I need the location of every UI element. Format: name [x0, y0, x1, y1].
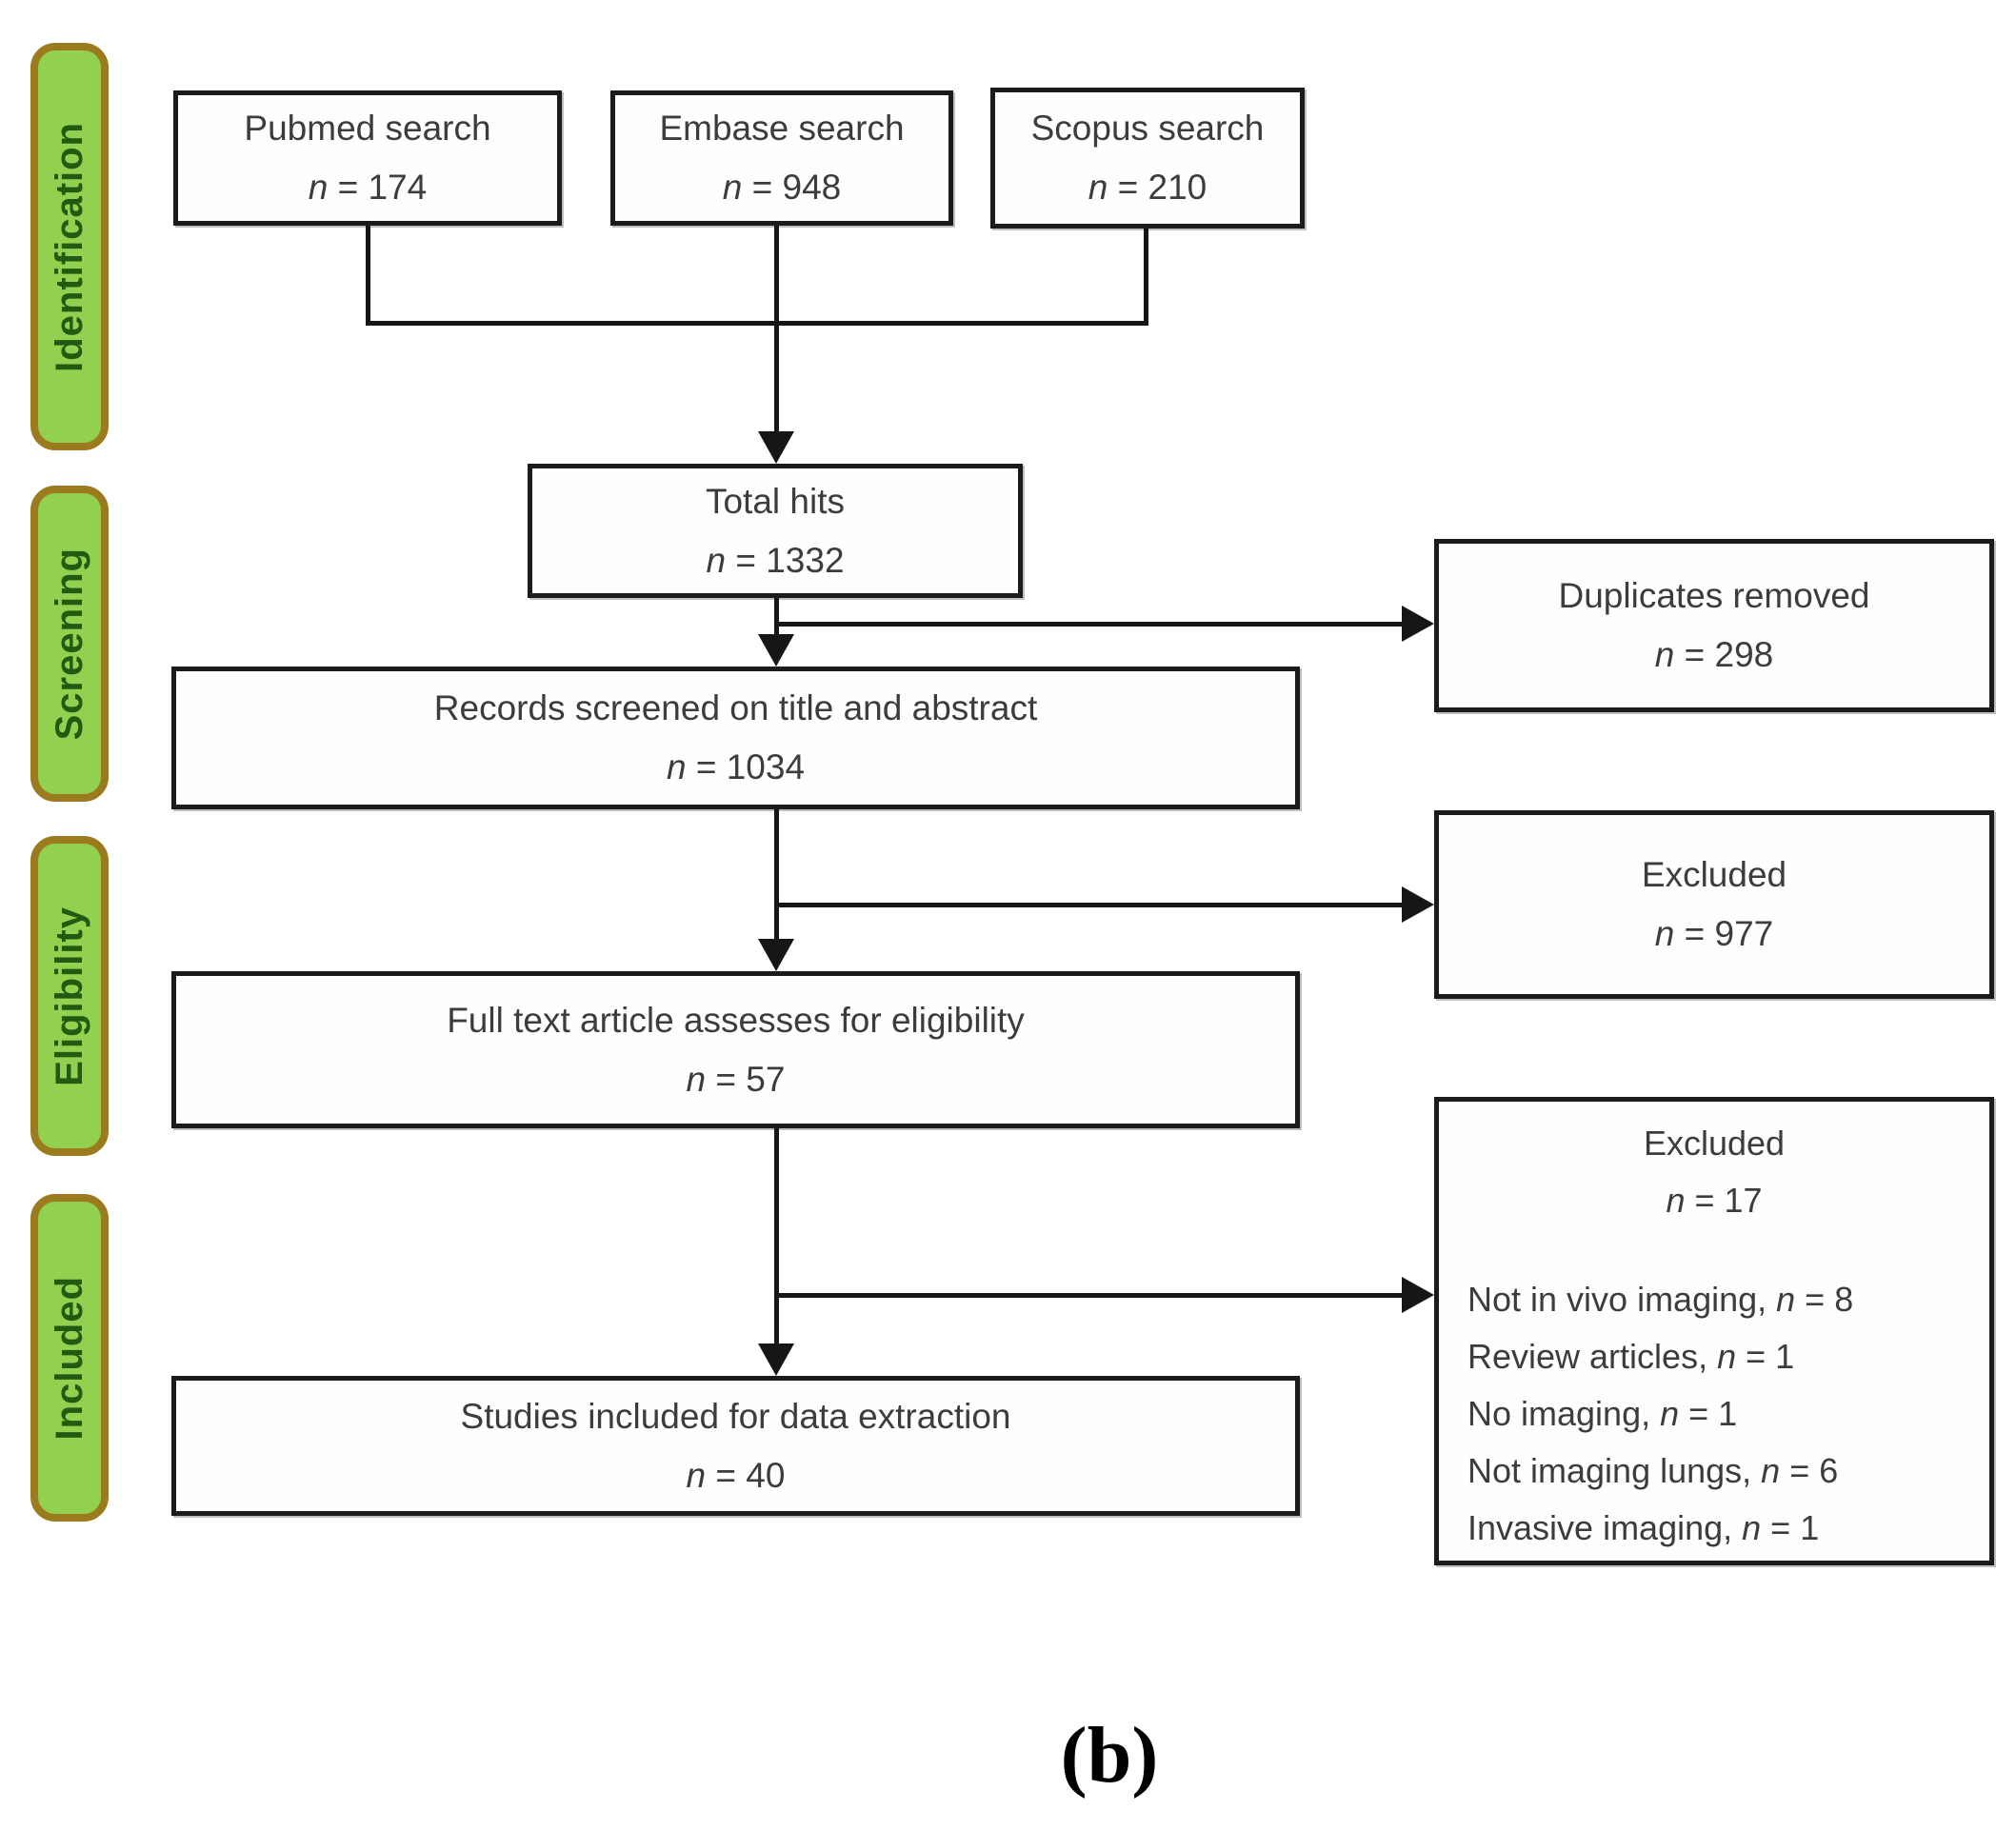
n-value: = 174 — [328, 168, 428, 207]
box-records-screened: Records screened on title and abstract n… — [171, 667, 1300, 809]
reason-text: Review articles, — [1467, 1337, 1718, 1376]
box-scopus-search: Scopus search n = 210 — [990, 88, 1305, 229]
connector-scopus-down — [1144, 229, 1148, 326]
arrowhead-into-total-hits — [758, 431, 794, 464]
connector-fulltext-down — [774, 1128, 779, 1343]
n-variable: n — [686, 1455, 707, 1495]
embase-title: Embase search — [659, 109, 905, 148]
reason-text: Not imaging lungs, — [1467, 1451, 1762, 1490]
n-variable: n — [1654, 635, 1675, 674]
n-value: = 210 — [1108, 168, 1208, 207]
reason-item: Not in vivo imaging, n = 8 — [1467, 1271, 1989, 1328]
n-value: = 1 — [1761, 1508, 1820, 1547]
arrowhead-into-records — [758, 634, 794, 667]
box-embase-search: Embase search n = 948 — [610, 90, 953, 226]
arrowhead-into-fulltext — [758, 939, 794, 971]
connector-merge-bus — [366, 321, 1148, 326]
reason-item: Invasive imaging, n = 1 — [1467, 1500, 1989, 1557]
stage-bar-eligibility: Eligibility — [30, 836, 109, 1156]
reason-item: Review articles, n = 1 — [1467, 1328, 1989, 1385]
n-value: = 17 — [1685, 1181, 1763, 1220]
arrowhead-into-included — [758, 1343, 794, 1376]
stage-label-identification: Identification — [48, 121, 90, 372]
box-fulltext-assessed: Full text article assesses for eligibili… — [171, 971, 1300, 1128]
n-variable: n — [686, 1059, 707, 1099]
included-count: n = 40 — [687, 1446, 786, 1505]
box-duplicates-removed: Duplicates removed n = 298 — [1434, 539, 1994, 712]
arrowhead-into-excluded-screening — [1402, 886, 1434, 923]
stage-label-eligibility: Eligibility — [48, 906, 90, 1086]
n-value: = 298 — [1674, 635, 1774, 674]
scopus-title: Scopus search — [1030, 109, 1265, 148]
n-value: = 977 — [1674, 914, 1774, 953]
scopus-count: n = 210 — [1088, 158, 1207, 217]
stage-bar-included: Included — [30, 1194, 109, 1522]
fulltext-title: Full text article assesses for eligibili… — [447, 1000, 1025, 1040]
n-variable: n — [308, 168, 329, 207]
figure-caption: (b) — [1060, 1711, 1159, 1800]
n-value: = 1332 — [726, 540, 845, 580]
connector-branch-excluded-screening — [774, 903, 1402, 907]
reason-item: No imaging, n = 1 — [1467, 1385, 1989, 1443]
duplicates-title: Duplicates removed — [1558, 576, 1870, 615]
arrowhead-into-excluded-eligibility — [1402, 1277, 1434, 1313]
box-excluded-screening: Excluded n = 977 — [1434, 810, 1994, 999]
n-variable: n — [1660, 1394, 1680, 1433]
connector-records-down — [774, 809, 779, 939]
excluded-eligibility-head: Excluded n = 17 — [1439, 1102, 1989, 1229]
box-studies-included: Studies included for data extraction n =… — [171, 1376, 1300, 1516]
arrowhead-into-duplicates — [1402, 606, 1434, 642]
records-title: Records screened on title and abstract — [433, 688, 1038, 727]
pubmed-title: Pubmed search — [244, 109, 491, 148]
reason-text: Not in vivo imaging, — [1467, 1280, 1777, 1319]
excluded-eligibility-reasons: Not in vivo imaging, n = 8 Review articl… — [1439, 1271, 1989, 1557]
excluded-eligibility-title: Excluded — [1643, 1124, 1786, 1163]
n-variable: n — [722, 168, 743, 207]
pubmed-count: n = 174 — [309, 158, 427, 217]
reason-text: No imaging, — [1467, 1394, 1661, 1433]
n-variable: n — [1717, 1337, 1737, 1376]
excluded-screening-count: n = 977 — [1655, 905, 1773, 964]
stage-label-screening: Screening — [48, 547, 90, 741]
n-variable: n — [1666, 1181, 1686, 1220]
total-count: n = 1332 — [706, 531, 844, 590]
n-variable: n — [1761, 1451, 1781, 1490]
reason-text: Invasive imaging, — [1467, 1508, 1743, 1547]
connector-total-down — [774, 598, 779, 636]
connector-branch-excluded-eligibility — [774, 1293, 1402, 1298]
box-total-hits: Total hits n = 1332 — [528, 464, 1023, 598]
n-value: = 6 — [1780, 1451, 1839, 1490]
n-value: = 40 — [706, 1455, 786, 1495]
connector-embase-down — [774, 226, 779, 431]
total-title: Total hits — [705, 481, 845, 521]
included-title: Studies included for data extraction — [460, 1396, 1011, 1436]
n-variable: n — [1088, 168, 1108, 207]
n-value: = 1 — [1679, 1394, 1738, 1433]
stage-label-included: Included — [48, 1275, 90, 1441]
n-variable: n — [1742, 1508, 1762, 1547]
embase-count: n = 948 — [723, 158, 841, 217]
reason-item: Not imaging lungs, n = 6 — [1467, 1443, 1989, 1500]
excluded-screening-title: Excluded — [1641, 855, 1787, 894]
stage-bar-screening: Screening — [30, 486, 109, 802]
fulltext-count: n = 57 — [687, 1050, 786, 1109]
connector-pubmed-down — [366, 226, 370, 326]
n-value: = 57 — [706, 1059, 786, 1099]
n-variable: n — [1776, 1280, 1796, 1319]
connector-branch-duplicates — [774, 622, 1402, 627]
n-value: = 8 — [1795, 1280, 1854, 1319]
excluded-eligibility-count: n = 17 — [1439, 1172, 1989, 1229]
n-value: = 1 — [1736, 1337, 1795, 1376]
n-variable: n — [666, 747, 687, 786]
records-count: n = 1034 — [667, 738, 805, 797]
n-value: = 948 — [742, 168, 842, 207]
stage-bar-identification: Identification — [30, 43, 109, 450]
n-variable: n — [1654, 914, 1675, 953]
box-pubmed-search: Pubmed search n = 174 — [173, 90, 562, 226]
n-value: = 1034 — [686, 747, 806, 786]
box-excluded-eligibility: Excluded n = 17 Not in vivo imaging, n =… — [1434, 1097, 1994, 1565]
duplicates-count: n = 298 — [1655, 626, 1773, 685]
n-variable: n — [706, 540, 727, 580]
